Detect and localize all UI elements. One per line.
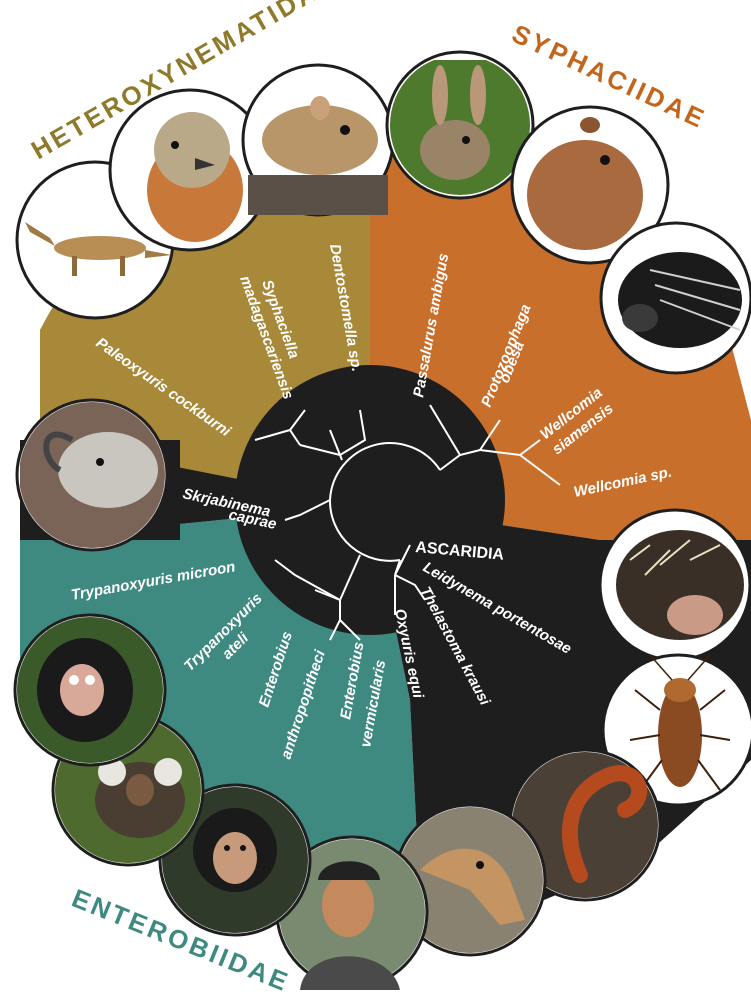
porcupine-photo <box>601 223 751 373</box>
spider-monkey-photo <box>15 615 165 765</box>
porcupine-icon <box>616 530 744 640</box>
goat-photo <box>17 400 170 550</box>
gerbil-photo <box>243 65 393 215</box>
porcupine-icon <box>618 252 742 348</box>
tree-porcupine-photo <box>600 510 750 660</box>
bird-photo <box>110 90 270 250</box>
